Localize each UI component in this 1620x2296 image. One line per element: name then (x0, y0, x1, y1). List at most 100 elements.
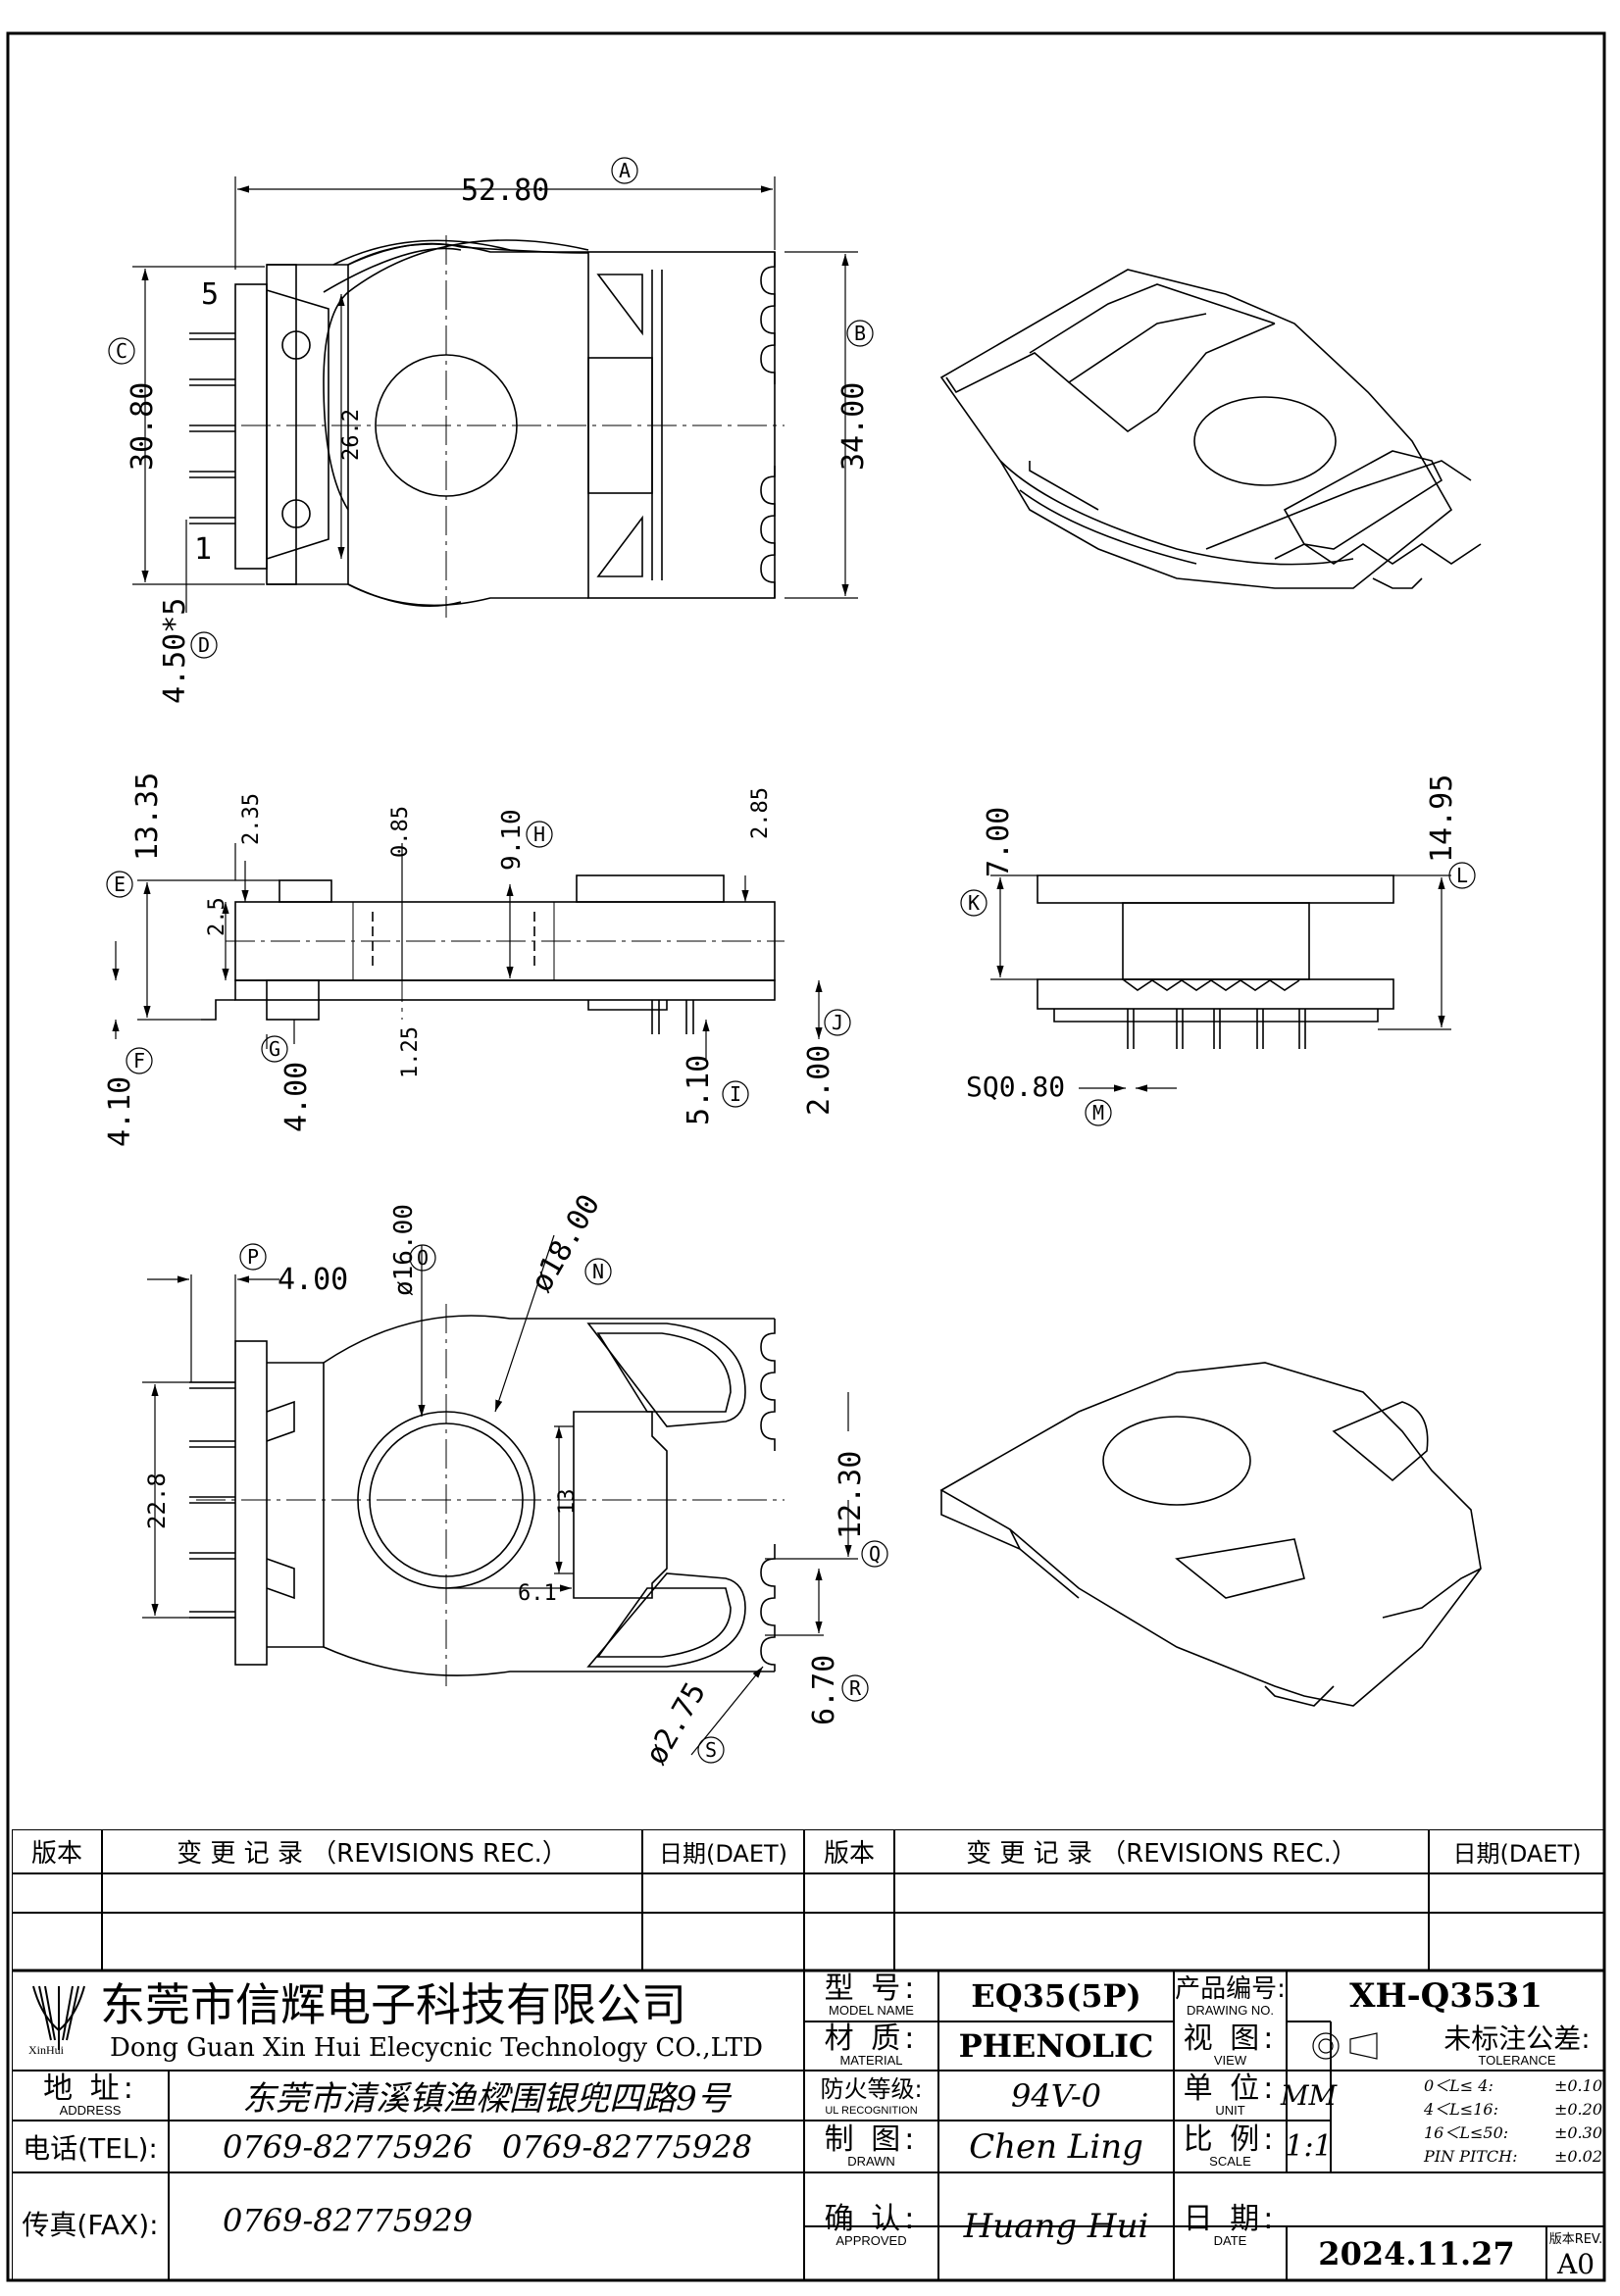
drawn-label-en: DRAWN (847, 2153, 895, 2169)
dim-side-0-85: 0.85 (388, 806, 413, 858)
tag-p: P (247, 1245, 259, 1269)
tag-e: E (114, 873, 126, 896)
bottom-view (189, 1304, 785, 1686)
drawing-no-label-cell: 产品编号:DRAWING NO. (1174, 1971, 1287, 2021)
tolerance-label-cell: 未标注公差:TOLERANCE (1429, 2021, 1605, 2071)
dim-width: 52.80 (461, 174, 549, 208)
dim-pin-span: 30.80 (126, 382, 160, 471)
tel-label: 电话(TEL): (23, 2131, 158, 2165)
unit-label-cell: 单 位:UNIT (1174, 2071, 1287, 2121)
material-label-en: MATERIAL (839, 2053, 903, 2068)
tag-i: I (730, 1082, 741, 1106)
front-view (1037, 874, 1394, 1049)
logo-text: XinHui (28, 2042, 64, 2057)
title-block-grid (12, 1829, 1605, 2280)
tolerance-range: 16＜L≤50: (1424, 2123, 1509, 2142)
fax: 0769-82775929 (223, 2202, 474, 2239)
tolerance-range: 0＜L≤ 4: (1424, 2076, 1493, 2095)
material-label-cell: 材 质:MATERIAL (804, 2021, 938, 2071)
date-label-cell: 日 期:DATE (1174, 2172, 1287, 2280)
model-label-en: MODEL NAME (829, 2003, 914, 2018)
tag-n: N (592, 1260, 604, 1283)
view-label-en: VIEW (1213, 2053, 1247, 2068)
bottom-view-dims (142, 1234, 858, 1756)
date-label: 日 期: (1183, 2202, 1278, 2236)
drawn-label-cell: 制 图:DRAWN (804, 2121, 938, 2172)
address-label-cell: 地 址:ADDRESS (12, 2071, 169, 2121)
dimension-labels: 52.80 34.00 30.80 4.50*5 26.2 5 1 13.35 … (103, 174, 1459, 1771)
iso-view-top (939, 269, 1482, 589)
tolerance-value: ±0.02 (1553, 2147, 1602, 2166)
dim-side-total: 13.35 (130, 773, 165, 861)
dim-side-2-00: 2.00 (802, 1045, 836, 1116)
reference-tags (106, 157, 1476, 1764)
company-logo (32, 1985, 85, 2050)
tolerance-label-en: TOLERANCE (1478, 2053, 1556, 2068)
tag-r: R (849, 1676, 862, 1700)
dim-height: 34.00 (836, 382, 871, 471)
tolerance-value: ±0.20 (1553, 2100, 1602, 2119)
tag-f: F (133, 1049, 145, 1073)
tolerance-value: ±0.10 (1553, 2076, 1602, 2095)
material-value: PHENOLIC (958, 2027, 1154, 2065)
reference-tag-letters: A B C D E H F G I J K L M N O P Q R S (114, 159, 1468, 1762)
tolerance-value: ±0.30 (1553, 2123, 1602, 2142)
rev-col-record-1: 变 更 记 录 （REVISIONS REC.） (177, 1839, 568, 1869)
ul-value: 94V-0 (1010, 2076, 1102, 2115)
unit-label: 单 位: (1183, 2071, 1278, 2106)
scale-label: 比 例: (1183, 2121, 1278, 2157)
view-label-cell: 视 图:VIEW (1174, 2021, 1287, 2071)
view-label: 视 图: (1183, 2021, 1278, 2056)
tag-s: S (705, 1738, 717, 1762)
drawing-no-label-en: DRAWING NO. (1186, 2003, 1275, 2018)
tolerance-range: 4＜L≤16: (1424, 2100, 1498, 2119)
tag-d: D (198, 633, 210, 657)
tag-b: B (854, 322, 866, 345)
projection-symbol-icon (1312, 2032, 1378, 2060)
tolerance-row: 0＜L≤ 4: ±0.10 (1424, 2074, 1602, 2098)
tolerance-range: PIN PITCH: (1424, 2147, 1518, 2166)
tag-a: A (619, 159, 631, 182)
dim-front-14-95: 14.95 (1425, 774, 1459, 863)
drawing-no-value: XH-Q3531 (1349, 1976, 1543, 2016)
tolerance-table: 0＜L≤ 4:±0.10 4＜L≤16:±0.20 16＜L≤50:±0.30 … (1424, 2074, 1602, 2171)
tag-g: G (269, 1037, 280, 1061)
dim-slot: 13 (555, 1489, 580, 1516)
model-label: 型 号: (824, 1972, 919, 2006)
rev-col-version-2: 版本 (823, 1839, 875, 1869)
tag-o: O (417, 1246, 429, 1270)
front-view-dims (990, 874, 1451, 1092)
rev-col-date-1: 日期(DAET) (658, 1840, 788, 1868)
address: 东莞市清溪镇渔樑围银兜四路9号 (242, 2079, 731, 2119)
tag-k: K (968, 891, 980, 915)
tolerance-row: 4＜L≤16: ±0.20 (1424, 2098, 1602, 2121)
top-view (189, 235, 785, 618)
dim-bottom-12-30: 12.30 (834, 1451, 868, 1539)
approved-label-cell: 确 认:APPROVED (804, 2172, 938, 2280)
tag-h: H (533, 823, 545, 846)
date-label-en: DATE (1213, 2233, 1247, 2248)
side-view (201, 874, 785, 1034)
rev-value: A0 (1556, 2248, 1595, 2280)
dim-bottom-6-70: 6.70 (807, 1655, 841, 1725)
unit-label-en: UNIT (1215, 2102, 1245, 2118)
dim-hole: ø2.75 (639, 1676, 713, 1771)
dim-offset: 4.00 (278, 1263, 348, 1297)
dim-pitch: 4.50*5 (158, 598, 192, 704)
pin-label-last: 5 (201, 277, 219, 312)
dim-side-9-10: 9.10 (497, 809, 527, 871)
scale-label-en: SCALE (1209, 2153, 1251, 2169)
dim-inner: 26.2 (339, 409, 364, 461)
tag-m: M (1092, 1101, 1104, 1124)
title-block: 版本 变 更 记 录 （REVISIONS REC.） 日期(DAET) 版本 … (12, 1829, 1605, 2280)
address-label: 地 址: (43, 2071, 137, 2106)
top-view-dims (132, 176, 858, 613)
material-label: 材 质: (824, 2021, 919, 2056)
tag-j: J (832, 1011, 843, 1034)
date-value: 2024.11.27 (1318, 2234, 1515, 2272)
ul-label-en: UL RECOGNITION (825, 2104, 918, 2117)
drawn-value: Chen Ling (969, 2126, 1143, 2167)
tag-q: Q (869, 1542, 881, 1566)
